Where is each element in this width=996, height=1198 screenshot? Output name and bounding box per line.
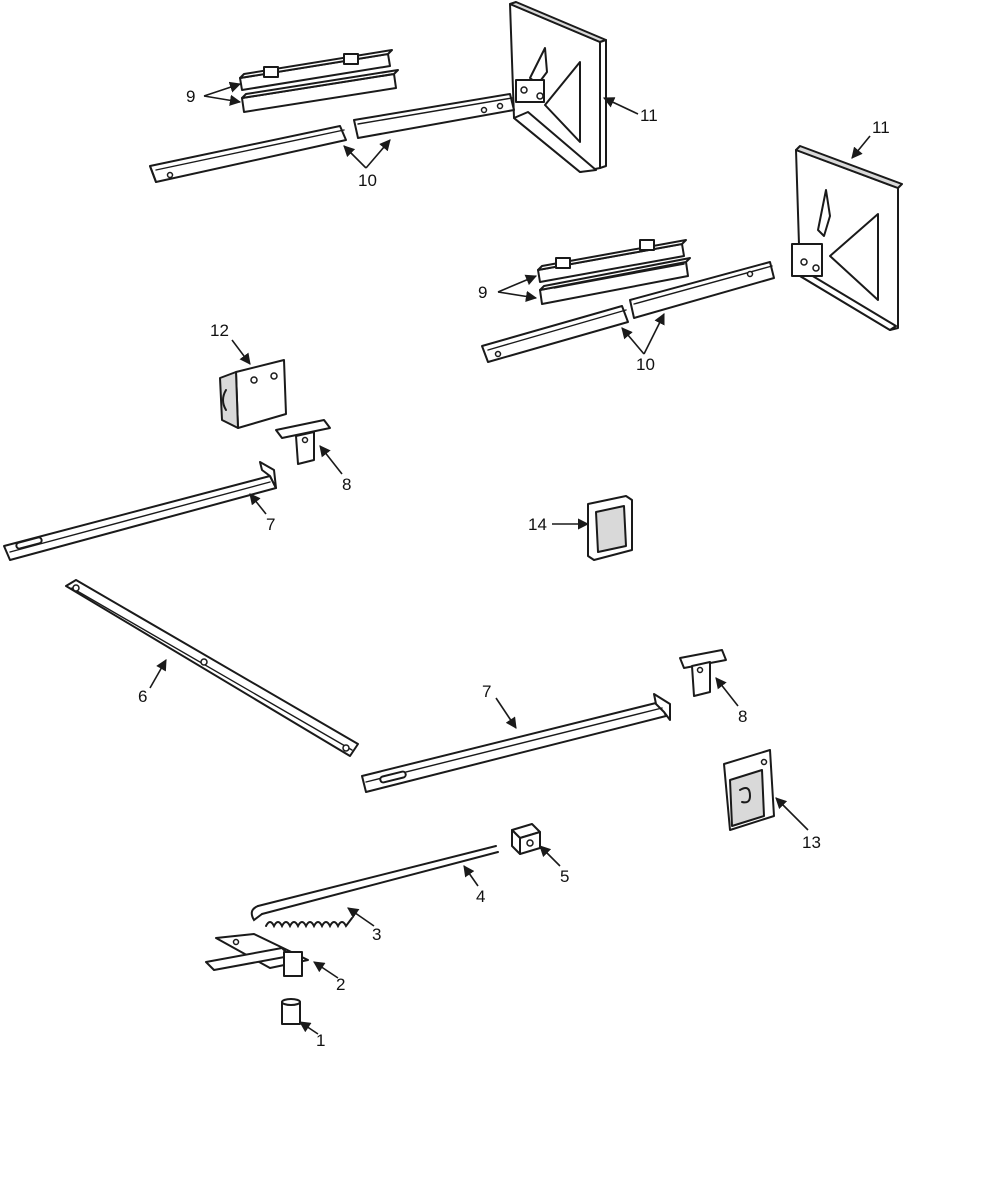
callout-2: 2 — [336, 975, 345, 994]
part-11-bracket-right — [791, 145, 903, 331]
part-6-link-bar — [65, 579, 359, 757]
callout-7-upper: 7 — [266, 515, 275, 534]
callout-10-right: 10 — [636, 355, 655, 374]
callout-12: 12 — [210, 321, 229, 340]
callout-9-right: 9 — [478, 283, 487, 302]
callout-10-top: 10 — [358, 171, 377, 190]
callout-3: 3 — [372, 925, 381, 944]
part-14-clip — [587, 495, 633, 561]
callout-4: 4 — [476, 887, 485, 906]
part-13-latch-plate — [723, 749, 775, 831]
part-10-bars-right — [481, 261, 775, 363]
callout-8-upper: 8 — [342, 475, 351, 494]
callout-9-top: 9 — [186, 87, 195, 106]
callout-1: 1 — [316, 1031, 325, 1050]
part-2-pivot — [205, 933, 309, 977]
part-1-bushing — [281, 998, 301, 1025]
part-4-rod — [250, 845, 499, 922]
part-8-tee-upper — [275, 419, 331, 465]
callout-11-right: 11 — [872, 118, 890, 137]
part-10-bars-top — [149, 93, 515, 183]
part-9-channel-right — [537, 239, 691, 305]
part-3-spring — [265, 917, 353, 929]
callout-8-lower: 8 — [738, 707, 747, 726]
part-7-arm-upper — [3, 461, 277, 561]
part-8-tee-lower — [679, 649, 727, 697]
part-7-arm-lower — [361, 693, 671, 793]
part-12-latch-plate — [219, 359, 287, 429]
part-11-bracket-top — [509, 1, 607, 173]
callout-labels: 9 11 10 11 9 10 12 8 7 14 6 7 8 13 5 4 3… — [138, 87, 890, 1050]
callout-11-top: 11 — [640, 106, 658, 125]
callout-14: 14 — [528, 515, 547, 534]
leader-lines — [149, 81, 871, 1035]
callout-13: 13 — [802, 833, 821, 852]
part-9-channel-top — [239, 49, 399, 113]
callout-6: 6 — [138, 687, 147, 706]
callout-5: 5 — [560, 867, 569, 886]
part-5-block — [511, 823, 541, 855]
callout-7-lower: 7 — [482, 682, 491, 701]
